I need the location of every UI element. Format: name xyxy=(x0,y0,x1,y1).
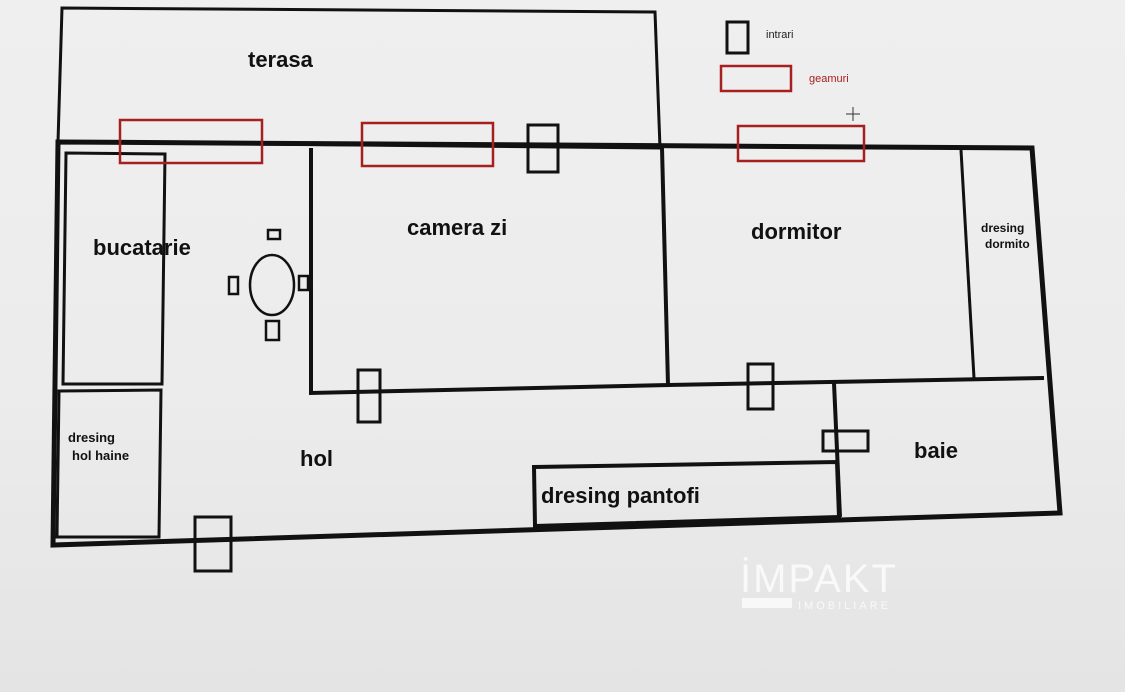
chair-top xyxy=(266,228,282,241)
label-dresing-hol-2: hol haine xyxy=(72,448,129,463)
legend-door-label: intrari xyxy=(766,29,794,41)
label-baie: baie xyxy=(914,438,958,463)
camera-zi-wall xyxy=(309,147,671,396)
watermark-brand: İMPAKT xyxy=(740,556,898,601)
dining-table xyxy=(248,253,296,317)
door-dormitor xyxy=(746,362,775,411)
legend-door-symbol xyxy=(725,20,750,55)
label-dormitor: dormitor xyxy=(751,219,842,244)
label-dresing-dormitor-1: dresing xyxy=(981,221,1024,235)
door-baie xyxy=(821,429,870,453)
bucatarie-counter xyxy=(61,151,167,386)
crosshair-cursor-icon xyxy=(846,107,860,121)
watermark-sub: IMOBILIARE xyxy=(798,600,891,612)
dresing-dormitor-wall xyxy=(959,149,976,379)
dormitor-wall xyxy=(667,376,1045,387)
chair-left xyxy=(227,275,240,296)
label-dresing-dormitor-2: dormito xyxy=(985,237,1030,251)
label-dresing-pantofi: dresing pantofi xyxy=(541,483,700,508)
impakt-watermark-logo: İMPAKT IMOBILIARE xyxy=(740,556,898,612)
terasa-outline xyxy=(56,6,662,150)
chair-right xyxy=(297,274,310,292)
apartment-outer-wall xyxy=(50,139,1063,548)
dresing-pantofi-outline xyxy=(531,459,842,529)
door-entrance xyxy=(193,515,233,573)
window-bucatarie xyxy=(118,118,264,165)
legend-window-symbol xyxy=(719,64,793,93)
window-dormitor xyxy=(736,124,866,163)
door-camera-zi xyxy=(356,368,382,424)
dresing-hol-outline xyxy=(55,388,163,539)
legend-window-label: geamuri xyxy=(809,73,849,85)
label-hol: hol xyxy=(300,446,333,471)
chair-bottom xyxy=(264,319,281,342)
label-terasa: terasa xyxy=(248,47,314,72)
window-camera-zi xyxy=(360,121,495,168)
door-terasa xyxy=(526,123,560,174)
label-bucatarie: bucatarie xyxy=(93,235,191,260)
label-camera-zi: camera zi xyxy=(407,215,507,240)
watermark-bar xyxy=(742,598,792,608)
label-dresing-hol-1: dresing xyxy=(68,430,115,445)
